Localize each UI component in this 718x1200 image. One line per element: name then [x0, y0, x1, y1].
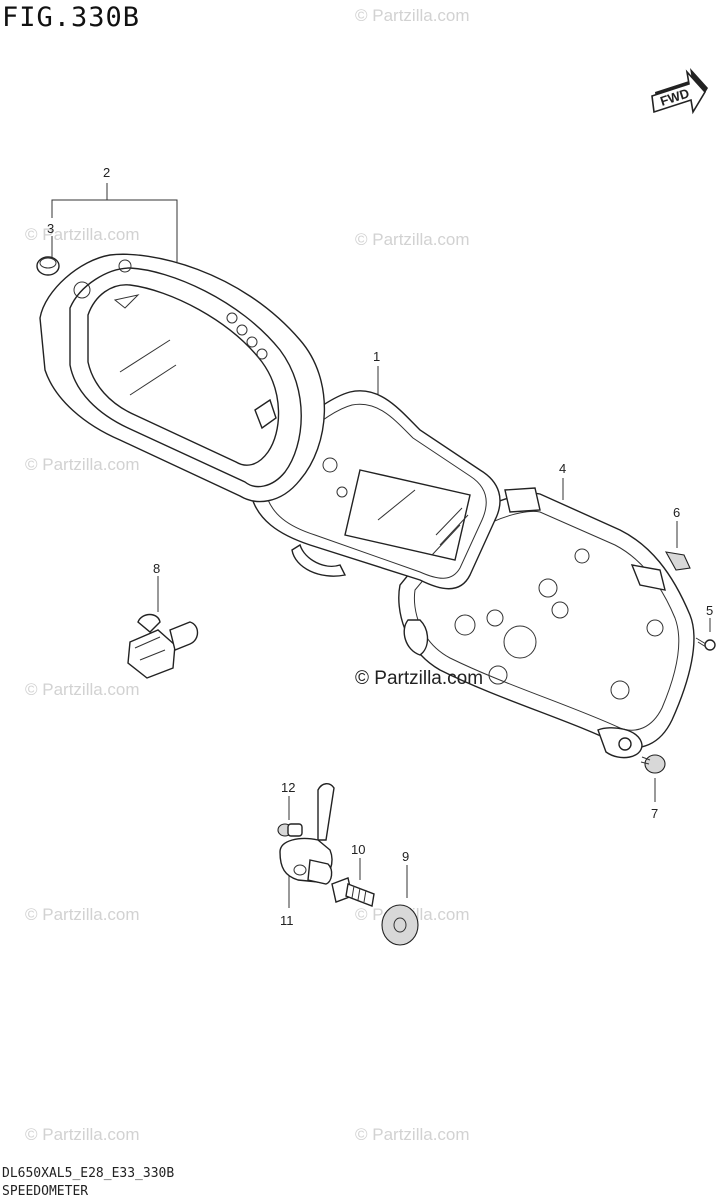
callout-7: 7 — [651, 806, 659, 821]
watermark: © Partzilla.com — [25, 225, 140, 244]
upper-cover-part-2 — [39, 253, 326, 503]
figure-name: SPEEDOMETER — [2, 1184, 89, 1199]
bracket-part-11 — [279, 783, 335, 885]
watermark: © Partzilla.com — [25, 905, 140, 924]
callout-12: 12 — [281, 780, 296, 795]
connector-part-8 — [127, 613, 199, 679]
watermark: © Partzilla.com — [355, 6, 470, 25]
watermark: © Partzilla.com — [355, 1125, 470, 1144]
screw-part-5 — [695, 637, 716, 651]
callout-4: 4 — [559, 461, 567, 476]
partzilla-credit: © Partzilla.com — [355, 668, 484, 689]
watermark: © Partzilla.com — [25, 680, 140, 699]
figure-title: FIG.330B — [2, 2, 141, 33]
bolt-part-12 — [277, 823, 303, 837]
callout-10: 10 — [351, 842, 366, 857]
callout-5: 5 — [706, 603, 714, 618]
screw-part-7 — [640, 754, 666, 774]
watermark: © Partzilla.com — [355, 230, 470, 249]
callout-3: 3 — [47, 221, 55, 236]
washer-part-9 — [381, 904, 419, 946]
clip-part-6 — [664, 551, 691, 571]
cap-part-3 — [36, 256, 60, 276]
callout-8: 8 — [153, 561, 161, 576]
callout-1: 1 — [373, 349, 381, 364]
callout-9: 9 — [402, 849, 410, 864]
callout-6: 6 — [673, 505, 681, 520]
watermark: © Partzilla.com — [25, 455, 140, 474]
bolt-part-10 — [331, 877, 375, 907]
callout-2: 2 — [103, 165, 111, 180]
watermark: © Partzilla.com — [25, 1125, 140, 1144]
figure-code: DL650XAL5_E28_E33_330B — [2, 1166, 175, 1181]
leader-lines — [51, 183, 711, 908]
callout-11: 11 — [280, 913, 294, 928]
fwd-arrow-icon: FWD — [651, 68, 708, 115]
